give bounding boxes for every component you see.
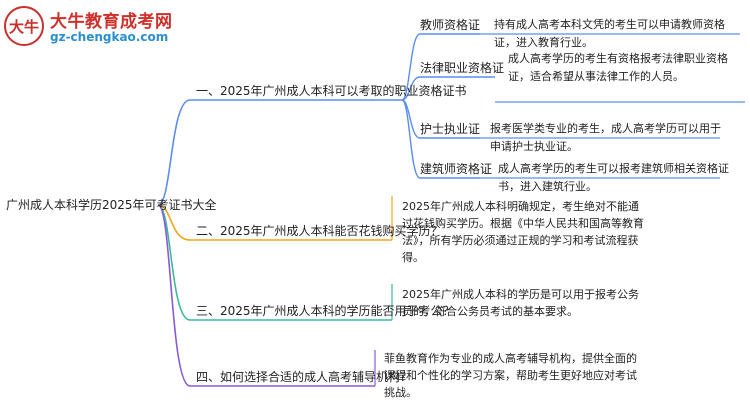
branch-3-desc: 2025年广州成人本科的学历是可以用于报考公务员的，符合公务员考试的基本要求。 [402,288,639,318]
branch-1-label: 一、2025年广州成人本科可以考取的职业资格证书 [196,84,467,98]
connector-root-branch2 [157,204,392,241]
logo-url: gz-chengkao.com [50,30,169,44]
root-node: 广州成人本科学历2025年可考证书大全 [6,198,217,212]
connector-sub-2 [401,76,495,101]
sub-node-name: 护士执业证 [420,122,481,136]
branch-4-desc: 菲鱼教育作为专业的成人高考辅导机构，提供全面的课程和个性化的学习方案，帮助考生更… [384,352,637,399]
branch-2-desc: 2025年广州成人本科明确规定，考生绝对不能通过花钱购买学历。根据《中华人民共和… [402,200,644,264]
sub-node-desc: 成人高考学历的考生有资格报考法律职业资格证，适合希望从事法律工作的人员。 [508,52,728,83]
sub-node-name: 法律职业资格证 [420,61,505,75]
site-logo[interactable]: 大牛 大牛教育成考网 gz-chengkao.com [4,4,174,50]
branch-4-label: 四、如何选择合适的成人高考辅导机构？ [196,370,413,384]
sub-node-desc: 持有成人高考本科文凭的考生可以申请教师资格证，进入教育行业。 [494,18,725,49]
connector-root-branch4 [157,204,375,387]
logo-mark: 大牛 [4,6,44,46]
branch-2-label: 二、2025年广州成人本科能否花钱购买学历？ [196,224,443,238]
connector-root-branch1 [157,99,402,206]
branch-3-label: 三、2025年广州成人本科的学历能否用于考公？ [196,304,455,318]
connector-root-branch3 [157,204,392,321]
sub-node-desc: 报考医学类专业的考生，成人高考学历可以用于申请护士执业证。 [490,122,721,153]
sub-node-name: 教师资格证 [420,18,481,32]
logo-title: 大牛教育成考网 [50,12,173,32]
sub-node-name: 建筑师资格证 [420,162,493,176]
connector-sub-4 [401,99,480,179]
sub-node-desc: 成人高考学历的考生可以报考建筑师相关资格证书，进入建筑行业。 [498,162,729,193]
connector-sub-1 [401,33,480,101]
